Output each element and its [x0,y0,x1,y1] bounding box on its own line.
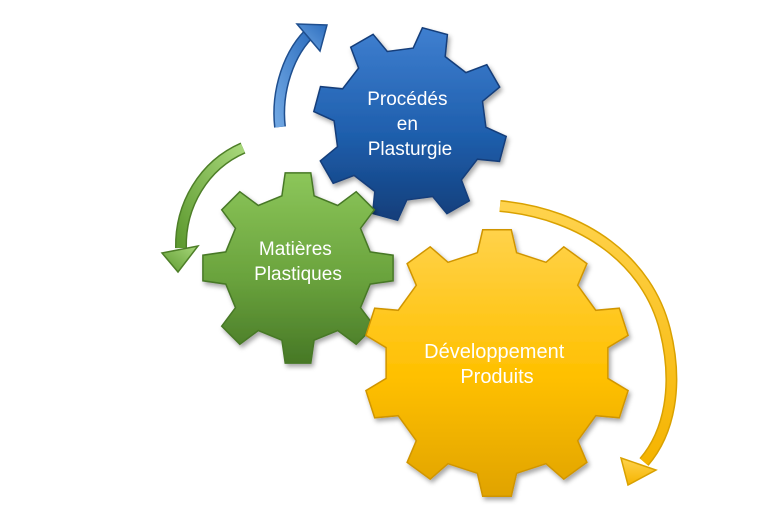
gear-developpement-label: Développement Produits [424,341,570,388]
gear-matieres-label: Matières Plastiques [254,239,342,285]
gear-green-shape [202,172,394,364]
gear-procedes-line-1: Procédés [367,89,447,110]
gear-procedes-line-3: Plasturgie [368,139,453,160]
gear-developpement-line-2: Produits [460,366,533,388]
gear-yellow-shape [365,229,629,497]
arrow-blue [273,23,328,128]
gear-matieres-line-2: Plastiques [254,264,342,285]
arrow-yellow [499,200,678,487]
gear-procedes-label: Procédés en Plasturgie [367,89,453,160]
gear-developpement-produits: Développement Produits [365,229,629,497]
gear-procedes-line-2: en [397,114,418,135]
gear-blue-shape [312,26,508,222]
gear-procedes-en-plasturgie: Procédés en Plasturgie [312,26,508,222]
arrow-green [160,142,246,274]
gear-matieres-plastiques: Matières Plastiques [202,172,394,364]
gear-matieres-line-1: Matières [259,239,332,260]
gear-developpement-line-1: Développement [424,341,565,363]
